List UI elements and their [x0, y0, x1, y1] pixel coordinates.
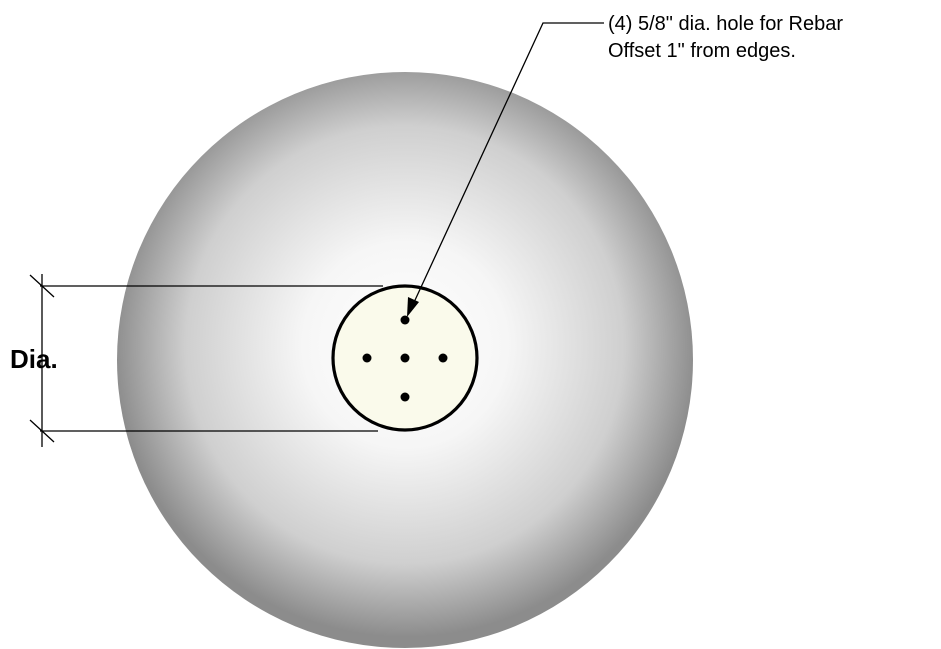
note-text-line-2: Offset 1" from edges.	[608, 40, 796, 62]
center-hole	[400, 353, 410, 363]
dimension-tick-top	[29, 274, 55, 298]
rebar-hole-bottom	[400, 392, 410, 402]
note-text-line-1: (4) 5/8" dia. hole for Rebar	[608, 13, 843, 35]
leader-arrowhead	[407, 297, 419, 317]
rebar-hole-left	[362, 353, 372, 363]
dimension-tick-bottom	[29, 419, 55, 443]
dimension-label: Dia.	[10, 344, 58, 374]
leader-line	[409, 22, 604, 312]
rebar-hole-right	[438, 353, 448, 363]
rebar-hole-top	[400, 315, 410, 325]
